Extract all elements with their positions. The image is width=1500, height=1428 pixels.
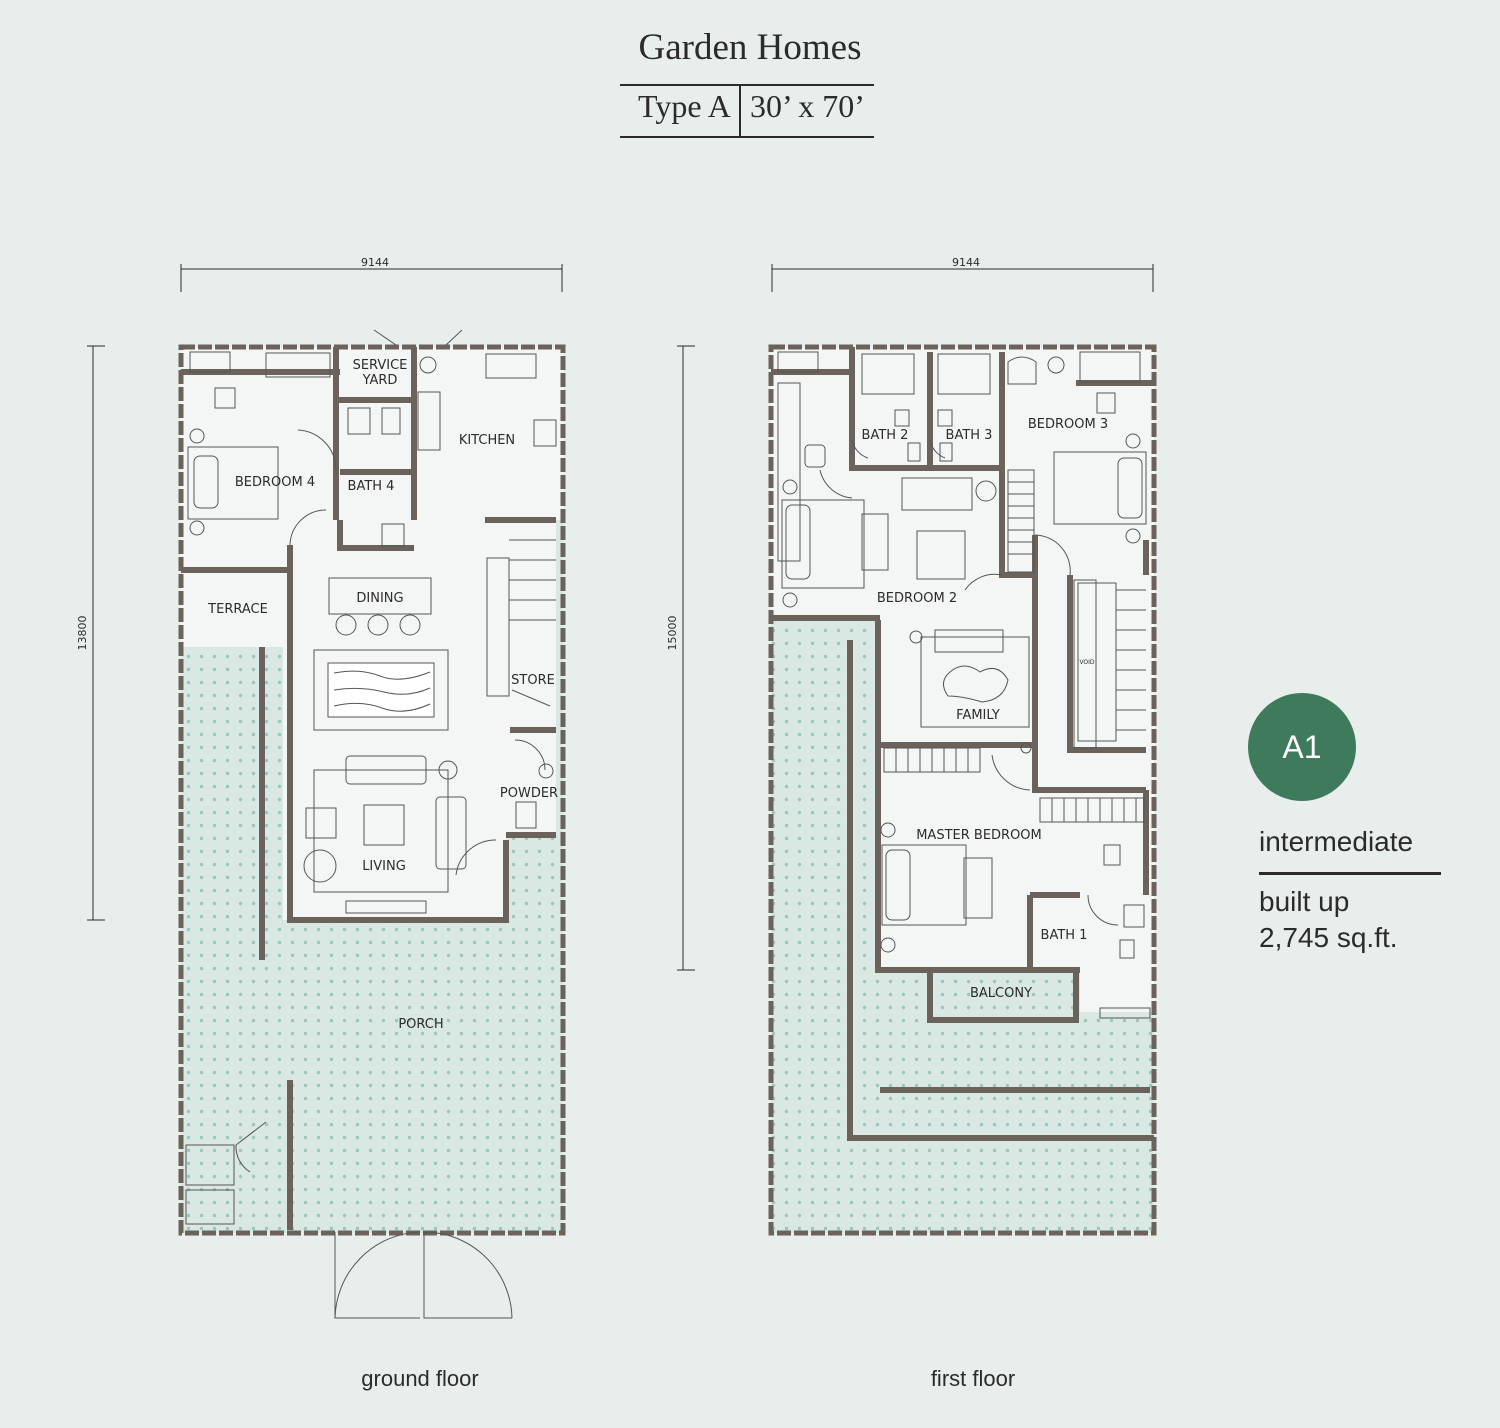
label-store: STORE <box>511 673 555 688</box>
label-terrace: TERRACE <box>207 602 268 617</box>
label-bath-4: BATH 4 <box>348 479 395 494</box>
ground-depth-value: 13800 <box>76 616 89 651</box>
label-family: FAMILY <box>956 708 1000 723</box>
first-depth-value: 15000 <box>666 616 679 651</box>
unit-category: intermediate <box>1259 826 1414 857</box>
title-divider-top <box>620 84 874 86</box>
ground-width-dimension: 9144 <box>180 256 563 292</box>
label-void: VOID <box>1079 659 1094 666</box>
label-living: LIVING <box>362 859 406 874</box>
ground-door-swings <box>235 329 546 1319</box>
ground-floor-caption: ground floor <box>361 1366 479 1391</box>
ground-floor-plan: 9144 13800 <box>76 256 566 1319</box>
first-depth-dimension: 15000 <box>666 345 695 971</box>
page-title: Garden Homes <box>638 27 862 68</box>
label-porch: PORCH <box>398 1017 443 1032</box>
label-bath-1: BATH 1 <box>1041 928 1088 943</box>
first-internal-walls <box>771 347 1154 1141</box>
info-divider <box>1259 872 1441 875</box>
first-door-swings <box>819 439 1119 926</box>
subtitle-separator <box>739 86 741 136</box>
first-built-area <box>771 347 1154 1012</box>
ground-internal-walls <box>181 347 556 1230</box>
first-width-dimension: 9144 <box>771 256 1154 292</box>
label-powder: POWDER <box>500 786 558 801</box>
label-service-yard-2: YARD <box>362 373 398 388</box>
label-bedroom-4: BEDROOM 4 <box>235 475 315 490</box>
ground-room-labels: SERVICE YARD KITCHEN BEDROOM 4 BATH 4 DI… <box>207 358 558 1032</box>
label-balcony: BALCONY <box>970 986 1032 1001</box>
title-divider-bottom <box>620 136 874 138</box>
ground-furniture <box>185 351 557 1225</box>
first-boundary-wall <box>768 344 1157 1236</box>
type-label: Type A <box>638 88 731 124</box>
label-dining: DINING <box>356 591 403 606</box>
ground-depth-dimension: 13800 <box>76 345 105 921</box>
first-floor-caption: first floor <box>930 1366 1016 1391</box>
label-kitchen: KITCHEN <box>459 433 515 448</box>
builtup-value: 2,745 sq.ft. <box>1259 922 1398 953</box>
first-width-value: 9144 <box>952 256 980 269</box>
lot-size-label: 30’ x 70’ <box>750 88 865 124</box>
first-room-labels: BATH 2 BATH 3 BEDROOM 3 BEDROOM 2 FAMILY… <box>862 417 1109 1001</box>
ground-width-value: 9144 <box>361 256 389 269</box>
first-furniture <box>777 351 1151 1019</box>
label-master-bedroom: MASTER BEDROOM <box>916 828 1042 843</box>
label-bath-3: BATH 3 <box>946 428 993 443</box>
ground-boundary-wall <box>178 344 566 1236</box>
label-service-yard-1: SERVICE <box>353 358 408 373</box>
label-bath-2: BATH 2 <box>862 428 909 443</box>
builtup-label: built up <box>1259 886 1350 917</box>
label-bedroom-2: BEDROOM 2 <box>877 591 957 606</box>
first-floor-plan: 9144 15000 <box>666 256 1157 1236</box>
unit-type-badge: A1 <box>1248 693 1356 801</box>
label-bedroom-3: BEDROOM 3 <box>1028 417 1108 432</box>
